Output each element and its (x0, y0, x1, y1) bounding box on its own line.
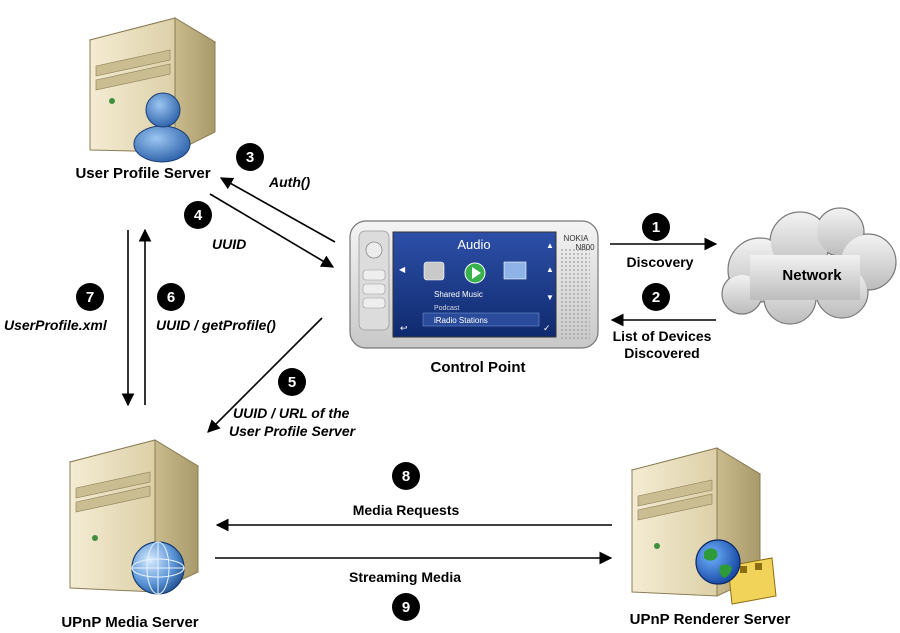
device-screen: Audio ▲ ▲ ▼ ◀ Shared Music Podcast iRadi… (392, 231, 557, 338)
arrows (121, 177, 718, 565)
network: Network (721, 207, 897, 325)
tablet-icon: NOKIA N800 Audio ▲ ▲ ▼ ◀ Shared Music Po… (349, 220, 599, 349)
arrow-uuid-url (207, 317, 323, 433)
step-label-get-profile: UUID / getProfile() (156, 317, 276, 333)
screen-title: Audio (457, 237, 490, 252)
arrow-auth (219, 177, 336, 243)
svg-text:3: 3 (246, 149, 254, 166)
screen-back-icon: ↩ (400, 323, 408, 333)
step-label-devices-line1: List of Devices (613, 328, 712, 344)
step-label-discovery: Discovery (627, 254, 694, 270)
screen-up-arrow: ▲ (546, 265, 554, 274)
screen-menu-item-1: Shared Music (434, 290, 483, 299)
user-icon (133, 92, 191, 163)
step-badge-6: 6 (157, 283, 185, 311)
control-point-label: Control Point (431, 359, 526, 376)
screen-up-arrow: ▲ (546, 241, 554, 250)
step-badges: 1 2 3 4 5 6 7 8 9 (76, 143, 670, 621)
svg-text:8: 8 (402, 468, 410, 485)
network-label: Network (782, 267, 842, 284)
svg-text:9: 9 (402, 599, 410, 616)
step-label-user-profile: UserProfile.xml (4, 317, 108, 333)
screen-down-arrow: ▼ (546, 293, 554, 302)
step-badge-3: 3 (236, 143, 264, 171)
globe-icon (695, 539, 741, 585)
device-model: N800 (575, 243, 595, 252)
screen-menu-item-3: iRadio Stations (434, 316, 488, 325)
screen-menu-item-2: Podcast (434, 305, 459, 312)
step-label-uuid-url-line1: UUID / URL of the (233, 405, 350, 421)
camera-icon (423, 261, 445, 281)
svg-text:7: 7 (86, 289, 94, 306)
svg-text:2: 2 (652, 289, 660, 306)
step-badge-8: 8 (392, 462, 420, 490)
arrow-uuid (209, 193, 335, 268)
step-badge-2: 2 (642, 283, 670, 311)
device-brand: NOKIA (564, 234, 590, 243)
svg-text:4: 4 (194, 207, 203, 224)
screen-icon-row (423, 261, 527, 284)
user-profile-server: User Profile Server (75, 17, 217, 182)
media-server: UPnP Media Server (61, 439, 200, 631)
renderer-server: UPnP Renderer Server (630, 447, 791, 628)
step-labels: Discovery List of Devices Discovered Aut… (4, 174, 712, 585)
step-label-uuid-url-line2: User Profile Server (229, 423, 357, 439)
renderer-server-label: UPnP Renderer Server (630, 611, 791, 628)
screen-left-arrow: ◀ (399, 265, 406, 274)
step-badge-7: 7 (76, 283, 104, 311)
step-badge-5: 5 (278, 368, 306, 396)
svg-text:5: 5 (288, 374, 296, 391)
svg-text:1: 1 (652, 219, 660, 236)
server-icon (68, 439, 200, 593)
step-badge-1: 1 (642, 213, 670, 241)
step-badge-4: 4 (184, 201, 212, 229)
screen-check-icon: ✓ (543, 323, 551, 333)
step-label-devices-line2: Discovered (624, 345, 699, 361)
step-label-auth: Auth() (268, 174, 311, 190)
user-profile-server-label: User Profile Server (75, 165, 210, 182)
cloud-icon (721, 207, 897, 325)
globe-icon (131, 541, 185, 595)
film-icon (727, 557, 777, 605)
control-point: NOKIA N800 Audio ▲ ▲ ▼ ◀ Shared Music Po… (349, 220, 599, 376)
step-label-streaming-media: Streaming Media (349, 569, 461, 585)
step-label-media-requests: Media Requests (353, 502, 460, 518)
step-label-uuid: UUID (212, 236, 246, 252)
svg-text:6: 6 (167, 289, 175, 306)
media-server-label: UPnP Media Server (61, 614, 198, 631)
step-badge-9: 9 (392, 593, 420, 621)
picture-icon (503, 261, 527, 280)
